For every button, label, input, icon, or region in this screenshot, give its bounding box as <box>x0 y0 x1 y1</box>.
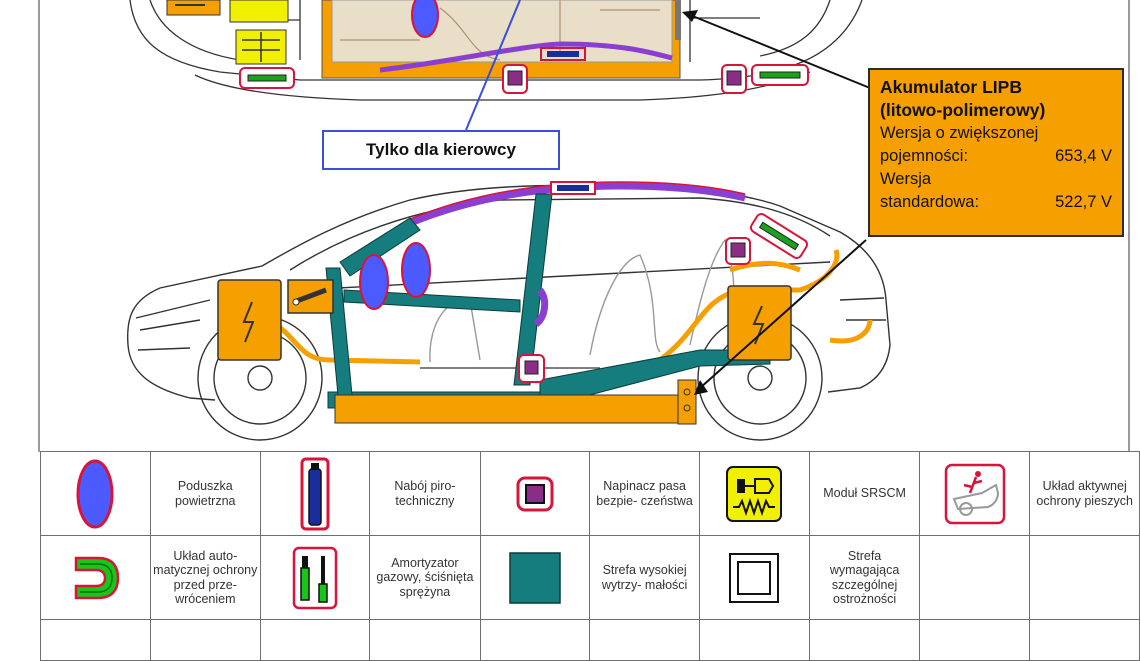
airbag-icon <box>76 459 114 528</box>
legend-table: Poduszka powietrzna Nabój piro- technicz… <box>40 451 1140 661</box>
battery-line-4-label: standardowa: <box>880 193 980 211</box>
legend-pedestrian-label: Układ aktywnej ochrony pieszych <box>1029 451 1140 536</box>
caution-zone-icon <box>729 552 780 603</box>
side-gas-strut <box>749 213 809 259</box>
gas-strut-icon <box>292 546 338 609</box>
legend-empty-cell <box>369 619 481 661</box>
legend-empty-cell <box>40 619 151 661</box>
pyro-icon <box>300 457 330 530</box>
legend-icon-cell <box>259 535 371 620</box>
battery-callout: Akumulator LIPB (litowo-polimerowy) Wers… <box>868 68 1124 237</box>
battery-title-2: (litowo-polimerowy) <box>880 100 1046 120</box>
legend-srscm-label: Moduł SRSCM <box>808 451 921 536</box>
battery-line-2-value: 653,4 V <box>1055 147 1112 165</box>
legend-icon-cell <box>698 451 810 536</box>
legend-icon-cell <box>698 535 810 620</box>
legend-airbag-label: Poduszka powietrzna <box>149 451 261 536</box>
top-rear-glass <box>675 0 681 40</box>
driver-only-callout: Tylko dla kierowcy <box>322 130 560 170</box>
legend-row-cropped <box>40 619 1140 661</box>
legend-icon-cell <box>919 451 1031 536</box>
legend-row: Układ auto- matycznej ochrony przed prze… <box>40 535 1140 620</box>
legend-pyro-label: Nabój piro- techniczny <box>369 451 481 536</box>
battery-line-1: Wersja o zwiększonej <box>880 124 1039 142</box>
side-curtain-purple <box>406 182 746 228</box>
top-airbag <box>411 0 439 38</box>
rear-hv-box <box>727 285 792 361</box>
frame-line-left <box>38 0 40 452</box>
legend-empty-cell <box>149 619 261 661</box>
legend-row: Poduszka powietrzna Nabój piro- technicz… <box>40 451 1140 536</box>
top-srscm <box>229 0 289 23</box>
battery-line-2-label: pojemności: <box>880 147 969 165</box>
side-airbag-seat <box>533 287 549 327</box>
legend-icon-cell <box>479 451 591 536</box>
frame-line-right <box>1128 0 1130 452</box>
top-pyro-roof <box>540 47 586 61</box>
high-strength-zone-icon <box>509 551 561 604</box>
srscm-icon <box>726 465 783 522</box>
battery-title-1: Akumulator LIPB <box>880 77 1022 97</box>
legend-caution-label: Strefa wymagająca szczególnej ostrożnośc… <box>808 535 921 620</box>
leader-lines <box>689 14 871 389</box>
rollover-icon <box>75 556 120 599</box>
legend-pretensioner-label: Napinacz pasa bezpie- czeństwa <box>589 451 700 536</box>
legend-icon-cell <box>40 451 151 536</box>
legend-icon-cell <box>40 535 151 620</box>
legend-gas-strut-label: Amortyzator gazowy, ściśnięta sprężyna <box>369 535 481 620</box>
legend-empty-cell <box>1029 535 1140 620</box>
legend-high-strength-label: Strefa wysokiej wytrzy- małości <box>589 535 700 620</box>
side-floor-battery <box>334 394 696 424</box>
battery-line-3: Wersja <box>880 170 932 188</box>
pretensioner-icon <box>516 476 554 511</box>
battery-line-4-value: 522,7 V <box>1055 193 1112 211</box>
side-airbag-front <box>359 254 389 310</box>
legend-icon-cell <box>259 451 371 536</box>
front-hv-box <box>217 279 282 361</box>
legend-empty-cell <box>698 619 810 661</box>
legend-empty-cell <box>808 619 921 661</box>
legend-empty-cell <box>1029 619 1140 661</box>
pedestrian-protection-icon <box>944 463 1006 524</box>
legend-empty-cell <box>589 619 700 661</box>
battery-line-4: standardowa: 522,7 V <box>880 191 1112 214</box>
legend-empty-cell <box>259 619 371 661</box>
battery-line-2: pojemności: 653,4 V <box>880 145 1112 168</box>
car-diagrams <box>126 0 891 441</box>
legend-rollover-label: Układ auto- matycznej ochrony przed prze… <box>149 535 261 620</box>
side-airbag-side <box>401 242 431 298</box>
top-hv-box <box>166 0 221 16</box>
top-view-car <box>129 0 863 101</box>
driver-only-text: Tylko dla kierowcy <box>366 140 516 159</box>
legend-empty-cell <box>479 619 591 661</box>
legend-icon-cell <box>479 535 591 620</box>
driver-only-pointer <box>465 0 521 131</box>
legend-empty-cell <box>919 535 1031 620</box>
legend-empty-cell <box>919 619 1031 661</box>
